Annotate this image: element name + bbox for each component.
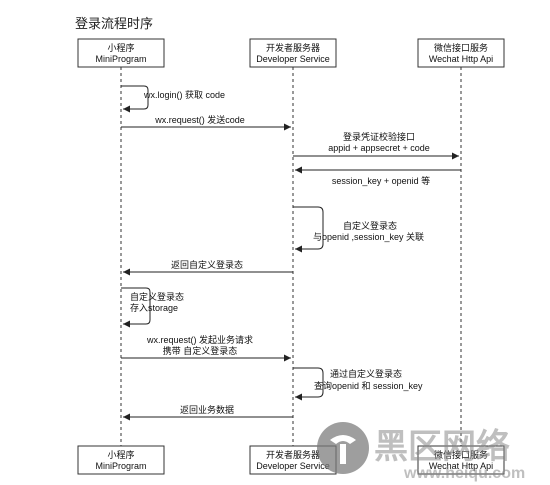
participant-name: 微信接口服务	[434, 449, 488, 460]
watermark-brand: 黑区网络	[374, 427, 510, 466]
message-label: appid + appsecret + code	[328, 143, 430, 153]
message-label: wx.request() 发起业务请求	[146, 334, 253, 345]
participant-name: 开发者服务器	[266, 449, 320, 460]
participant-sub: MiniProgram	[95, 461, 146, 471]
participant-sub: Developer Service	[256, 54, 330, 64]
participant-name: 开发者服务器	[266, 42, 320, 53]
participant-sub: Developer Service	[256, 461, 330, 471]
message-label: wx.request() 发送code	[154, 114, 245, 125]
participant-miniprogram-bottom: 小程序 MiniProgram	[77, 445, 165, 475]
message-label: session_key + openid 等	[332, 175, 430, 186]
self-message-storage	[121, 287, 151, 328]
message-label: 通过自定义登录态	[330, 368, 402, 379]
message-label: wx.login() 获取 code	[143, 90, 225, 100]
participant-name: 微信接口服务	[434, 42, 488, 53]
self-message-custom-session	[293, 206, 324, 253]
message-label: 返回业务数据	[180, 404, 234, 415]
participant-sub: Wechat Http Api	[429, 54, 493, 64]
message-label: 返回自定义登录态	[171, 259, 243, 270]
message-label: 与openid ,session_key 关联	[313, 231, 424, 242]
participant-wechat-api-top: 微信接口服务 Wechat Http Api	[417, 38, 505, 68]
message-label: 携带 自定义登录态	[163, 345, 238, 356]
participant-developer-service-top: 开发者服务器 Developer Service	[249, 38, 337, 68]
self-message-login	[121, 85, 149, 113]
participant-name: 小程序	[107, 449, 134, 460]
message-label: 查询openid 和 session_key	[314, 380, 423, 391]
message-label: 自定义登录态	[343, 220, 397, 231]
diagram-title: 登录流程时序	[75, 16, 153, 31]
watermark-url: www.heiqu.com	[403, 465, 525, 482]
participant-sub: Wechat Http Api	[429, 461, 493, 471]
participant-miniprogram-top: 小程序 MiniProgram	[77, 38, 165, 68]
message-label: 自定义登录态	[130, 291, 184, 302]
participant-name: 小程序	[107, 42, 134, 53]
message-label: 登录凭证校验接口	[343, 131, 415, 142]
self-message-query-session	[293, 367, 324, 401]
message-label: 存入storage	[130, 302, 178, 313]
participant-sub: MiniProgram	[95, 54, 146, 64]
participant-wechat-api-bottom: 微信接口服务 Wechat Http Api	[417, 445, 505, 475]
watermark: 黑区网络 www.heiqu.com	[317, 422, 525, 482]
